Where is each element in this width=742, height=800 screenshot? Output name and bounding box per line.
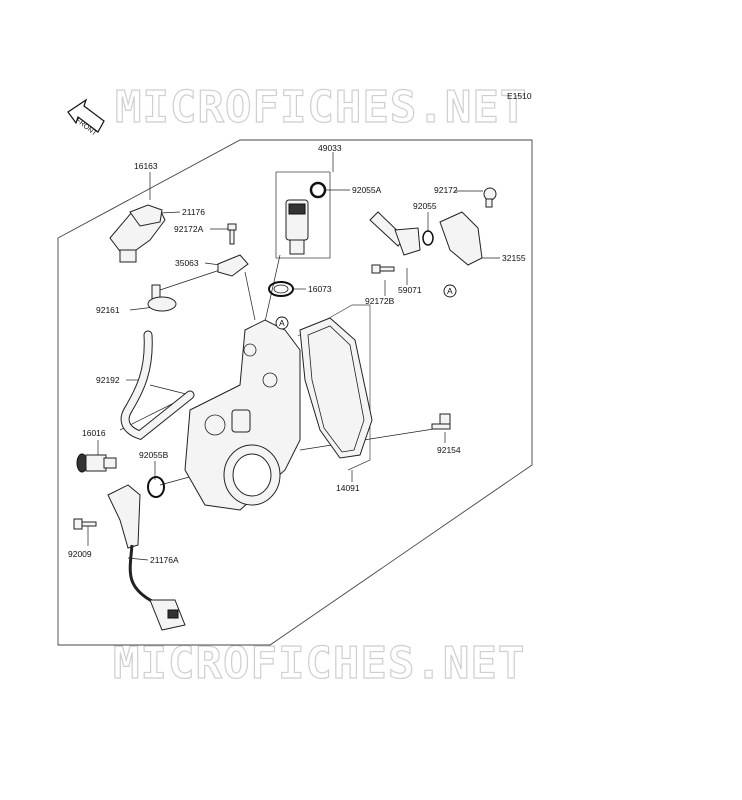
label-92055: 92055 <box>413 201 437 211</box>
label-92055A: 92055A <box>352 185 382 195</box>
label-35063: 35063 <box>175 258 199 268</box>
oring-92055 <box>422 230 434 246</box>
injector-49033 <box>285 199 309 255</box>
label-16073: 16073 <box>308 284 332 294</box>
diagram-code: E1510 <box>507 91 532 101</box>
screw-92009 <box>73 518 97 530</box>
label-16016: 16016 <box>82 428 106 438</box>
label-92172: 92172 <box>434 185 458 195</box>
front-arrow-icon: FRONT <box>67 98 105 138</box>
watermark-top: MICROFICHES.NET <box>115 82 527 133</box>
label-92154: 92154 <box>437 445 461 455</box>
sensor-21176A <box>107 484 186 631</box>
label-92009: 92009 <box>68 549 92 559</box>
bracket-49033 <box>275 171 331 259</box>
label-92172B: 92172B <box>365 296 395 306</box>
svg-text:A: A <box>279 318 285 328</box>
label-92161: 92161 <box>96 305 120 315</box>
assembly-frame <box>57 139 533 646</box>
plate-35063 <box>217 254 249 277</box>
label-92055B: 92055B <box>139 450 169 460</box>
label-49033: 49033 <box>318 143 342 153</box>
reference-marker-a-1: A <box>275 316 289 330</box>
label-21176A: 21176A <box>150 555 179 565</box>
valve-16016 <box>76 453 117 473</box>
housing-32155 <box>439 211 483 266</box>
oring-92055A <box>309 181 327 199</box>
screw-92172 <box>483 187 497 208</box>
seal-16073 <box>268 281 294 297</box>
throttle-body <box>184 319 301 511</box>
cover-14091 <box>299 317 373 459</box>
label-92192: 92192 <box>96 375 120 385</box>
oring-92055B <box>147 476 165 498</box>
screw-92172A <box>227 223 237 245</box>
bracket-14091 <box>297 304 371 471</box>
label-92172A: 92172A <box>174 224 204 234</box>
bolt-92154 <box>431 413 451 430</box>
label-16163: 16163 <box>134 161 158 171</box>
label-59071: 59071 <box>398 285 422 295</box>
label-14091: 14091 <box>336 483 360 493</box>
label-21176: 21176 <box>182 207 205 217</box>
reference-marker-a-2: A <box>443 284 457 298</box>
sensor-21176 <box>109 204 166 263</box>
svg-text:A: A <box>447 286 453 296</box>
watermark-bottom: MICROFICHES.NET <box>113 638 525 689</box>
screw-92172B <box>371 264 395 274</box>
label-32155: 32155 <box>502 253 526 263</box>
sensor-59071 <box>369 211 421 256</box>
fitting-92161 <box>147 284 177 312</box>
